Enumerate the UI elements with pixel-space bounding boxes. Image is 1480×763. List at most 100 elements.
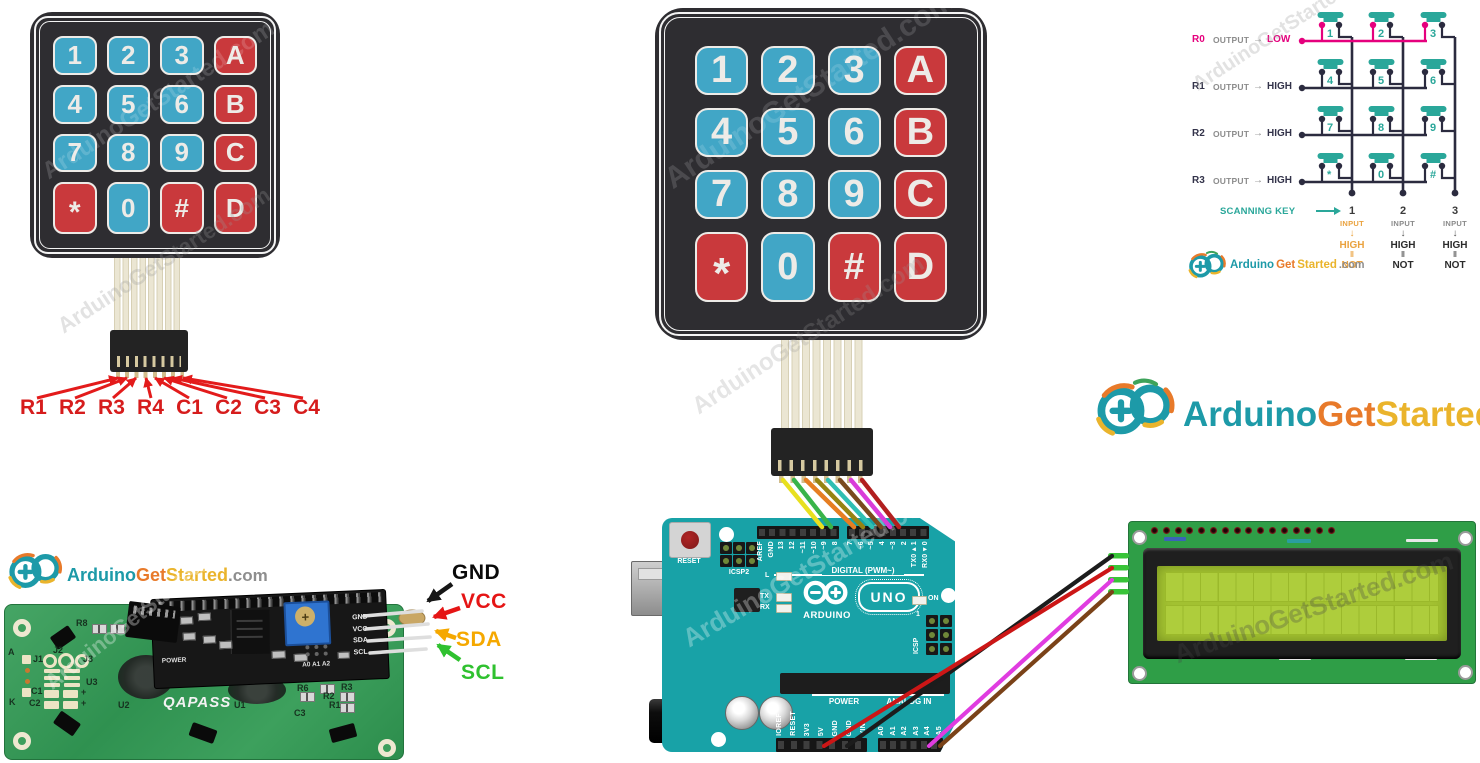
infinity-logo-icon (1188, 250, 1226, 279)
smd-component (202, 635, 217, 644)
solder-pad (44, 701, 59, 709)
silkscreen-mark (1164, 537, 1186, 541)
smd-resistor (92, 624, 107, 634)
reset-label: RESET (677, 558, 701, 565)
row-mode: OUTPUT (1213, 34, 1250, 45)
pin-label-c1: C1 (176, 396, 203, 419)
pin-label-c2: C2 (215, 396, 242, 419)
digital-header-left (757, 526, 839, 539)
analog-divider-line (874, 694, 944, 696)
keypad-grid: 1 2 3 A 4 5 6 B 7 8 9 C * 0 # D (53, 36, 257, 234)
connector-slots (117, 356, 181, 367)
connector-pins (116, 372, 184, 378)
icsp2-header (720, 542, 758, 567)
solder-pad (64, 683, 80, 687)
solder-pad (64, 669, 80, 673)
arrow-icon: → (1253, 175, 1263, 186)
brand-logo-large: ArduinoGetStarted.com (1093, 374, 1480, 442)
smd-chip (734, 588, 760, 612)
mounting-hole (1132, 530, 1147, 545)
down-arrow-icon: ↓ (1452, 227, 1458, 239)
matrix-key: 4 (1327, 75, 1334, 87)
key-5: 5 (761, 108, 815, 157)
matrix-key: 0 (1378, 169, 1385, 181)
key-2: 2 (761, 46, 815, 95)
key-D: D (213, 182, 257, 234)
via (25, 668, 30, 673)
reset-button-cap (681, 531, 699, 549)
connector-pins (779, 476, 867, 483)
key-B: B (213, 84, 257, 124)
pin-label-r4: R4 (137, 396, 164, 419)
infinity-logo-icon (1096, 378, 1175, 436)
mounting-hole (719, 527, 734, 542)
power-divider-line (812, 694, 874, 696)
key-A: A (893, 46, 947, 95)
solder-ring (75, 654, 89, 668)
uno-model-badge: UNO (855, 579, 923, 615)
lcd-row-2 (1165, 605, 1439, 635)
solder-pad (44, 669, 60, 673)
keypad-4x4: 1 2 3 A 4 5 6 B 7 8 9 C * 0 # D (30, 12, 280, 258)
arrow-icon: → (1253, 128, 1263, 139)
lcd-row-1 (1165, 572, 1439, 602)
key-0: 0 (761, 232, 815, 302)
pin-label-r2: R2 (59, 396, 86, 419)
sda-callout: SDA (456, 628, 502, 651)
key-7: 7 (695, 170, 749, 219)
reset-button (669, 522, 711, 558)
connector-slots (778, 460, 866, 471)
pin-label-c3: C3 (254, 396, 281, 419)
pcf8574-chip (230, 609, 270, 655)
smd-resistor (300, 692, 315, 702)
arduino-brand-label: ARDUINO (803, 610, 851, 621)
pin-label-c4: C4 (293, 396, 320, 419)
matrix-circuit-graphic (1298, 12, 1459, 215)
column-state-3: INPUT ↓ HIGH ‖ NOT (1435, 219, 1475, 272)
lcd-pin-nubs (1108, 553, 1129, 595)
gnd-callout: GND (452, 561, 501, 584)
solder-pad (63, 690, 78, 698)
mounting-hole (1458, 665, 1473, 680)
key-C: C (893, 170, 947, 219)
scanning-key-label: SCANNING KEY (1220, 206, 1296, 217)
key-C: C (213, 133, 257, 173)
key-hash: # (827, 232, 881, 302)
lcd-character-grid (1165, 572, 1439, 635)
key-9: 9 (827, 170, 881, 219)
capacitor (725, 696, 759, 730)
key-A: A (213, 36, 257, 75)
atmega-chip (780, 673, 950, 694)
down-arrow-icon: ↓ (1349, 227, 1355, 239)
lcd-screen (1157, 566, 1447, 641)
icsp-header (926, 615, 952, 655)
led-rx-label: RX (760, 604, 770, 611)
pinout-arrows (36, 374, 304, 400)
qapass-label: QAPASS (163, 694, 232, 711)
matrix-row-r0: R0 OUTPUT → LOW (1192, 34, 1317, 45)
icsp-label: ICSP (913, 637, 920, 654)
led-tx (776, 593, 792, 602)
digital-pwm-label: DIGITAL (PWM~) (822, 566, 904, 575)
smd-component (271, 650, 286, 659)
solder-pad (22, 655, 31, 664)
smd-component (337, 651, 350, 660)
mounting-pad (13, 732, 31, 750)
column-number: 2 (1399, 205, 1407, 217)
arrow-icon: → (1253, 81, 1263, 92)
i2c-module: + POWER A0 A1 A2 GND VCC SDA SCL (150, 588, 390, 690)
column-number: 1 (1348, 205, 1356, 217)
keypad-ribbon-cable (114, 255, 182, 332)
down-arrow-icon: ↓ (1400, 227, 1406, 239)
via (25, 679, 30, 684)
matrix-key: 1 (1327, 28, 1334, 40)
mounting-pad (13, 619, 31, 637)
matrix-key: # (1430, 169, 1437, 181)
key-4: 4 (53, 84, 97, 124)
matrix-key: 3 (1430, 28, 1437, 40)
smd-resistor (340, 703, 355, 713)
led-rx (776, 604, 792, 613)
solder-pad (44, 676, 60, 680)
